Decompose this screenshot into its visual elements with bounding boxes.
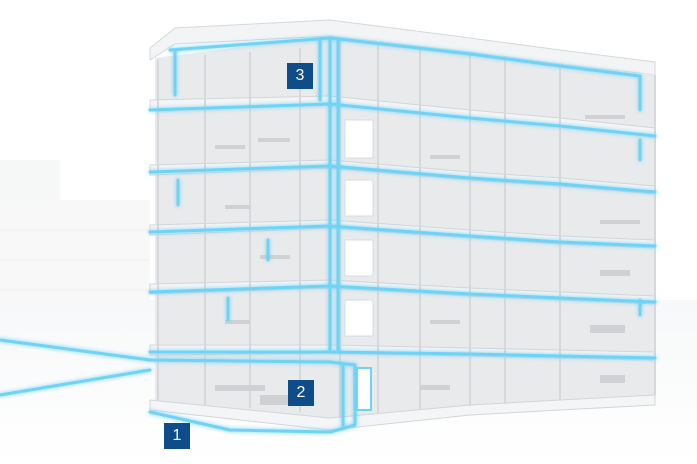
callout-marker-1: 1 <box>164 423 190 449</box>
room-furniture <box>215 115 640 405</box>
room-walls <box>157 40 656 418</box>
ventilation-unit-icon <box>356 367 372 411</box>
callout-marker-3: 3 <box>287 63 313 89</box>
elevator-shaft <box>344 119 374 337</box>
background-buildings <box>0 160 150 310</box>
building-structure <box>149 19 656 431</box>
duct-network <box>0 36 657 434</box>
callout-marker-2: 2 <box>288 380 314 406</box>
